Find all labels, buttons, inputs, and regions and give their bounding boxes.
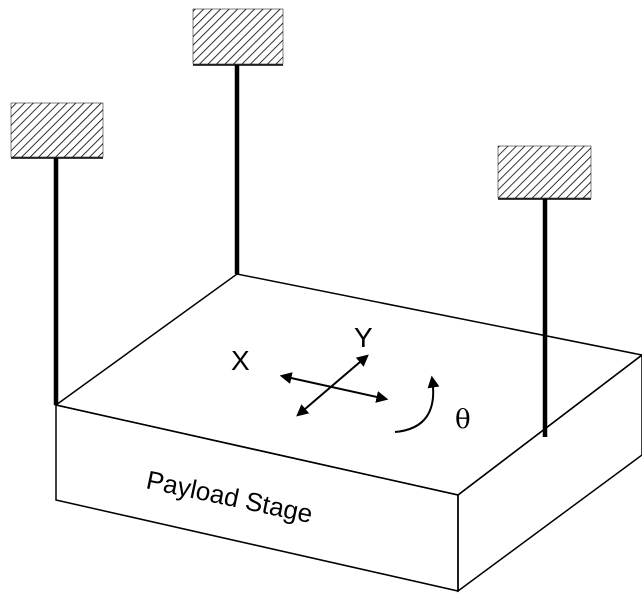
stage-right-face bbox=[457, 354, 642, 593]
x-axis-label: X bbox=[231, 345, 250, 376]
mount-middle bbox=[192, 8, 284, 66]
rotation-label: θ bbox=[455, 405, 471, 435]
y-axis-arrow bbox=[296, 354, 369, 417]
x-axis-arrow bbox=[279, 372, 389, 403]
stage-top-face bbox=[54, 273, 642, 496]
mount-left bbox=[10, 102, 104, 159]
mount-right bbox=[497, 145, 592, 200]
payload-stage-box bbox=[54, 273, 642, 593]
y-axis-label: Y bbox=[354, 322, 373, 353]
rotation-arrow bbox=[394, 375, 440, 433]
stage-label: Payload Stage bbox=[144, 465, 316, 530]
